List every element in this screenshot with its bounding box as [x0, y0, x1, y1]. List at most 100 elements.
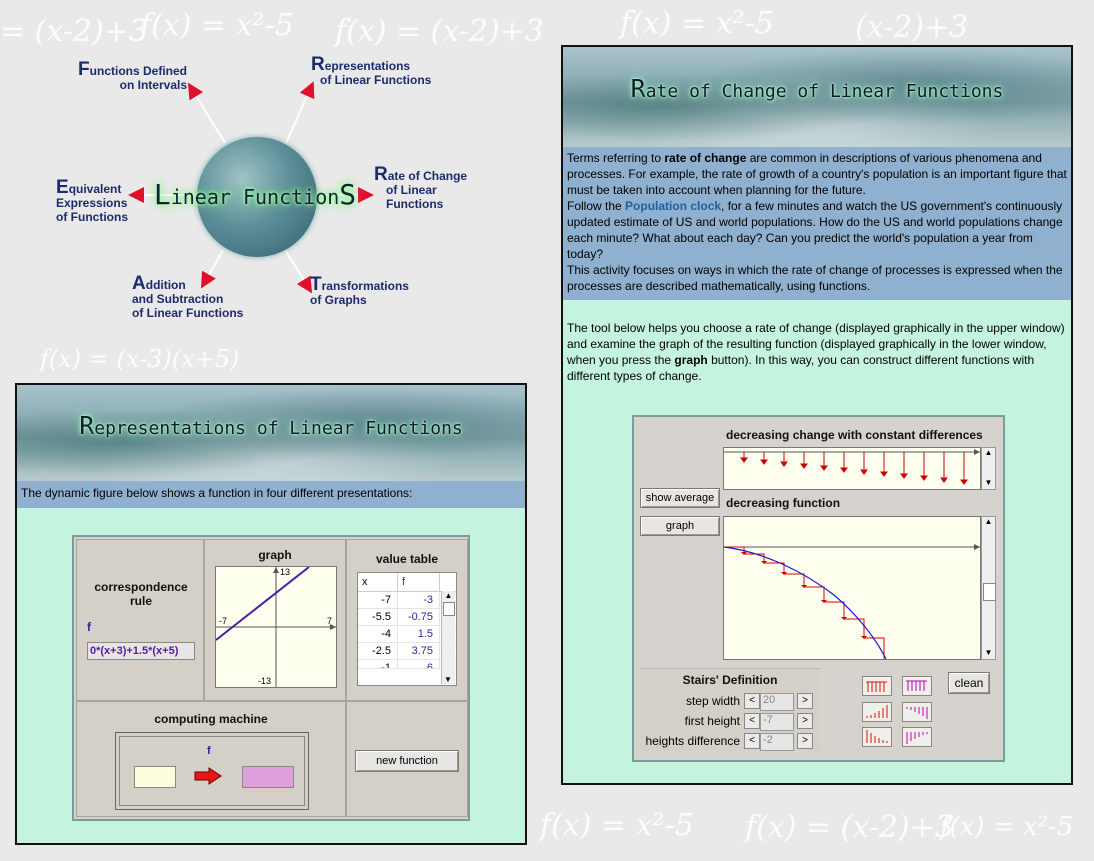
first-height-increase-button[interactable]: >: [797, 713, 813, 729]
bg-formula: f(x) = x²-5: [540, 808, 694, 843]
function-graph[interactable]: 13 -13 -7 7: [215, 566, 337, 688]
function-window[interactable]: [723, 516, 981, 660]
scroll-thumb[interactable]: [443, 602, 455, 616]
function-curve: [723, 546, 887, 660]
heights-difference-increase-button[interactable]: >: [797, 733, 813, 749]
panel-intro: The dynamic figure below shows a functio…: [17, 481, 525, 508]
correspondence-rule-cell: correspondence rule f 0*(x+3)+1.5*(x+5): [76, 539, 204, 701]
function-name: f: [87, 620, 91, 634]
function-line: [215, 566, 310, 641]
scroll-up-icon[interactable]: ▲: [444, 591, 453, 600]
heights-difference-decrease-button[interactable]: <: [744, 733, 760, 749]
scroll-up-icon[interactable]: ▲: [984, 448, 993, 457]
panel-intro: Terms referring to rate of change are co…: [563, 147, 1071, 300]
function-scrollbar[interactable]: ▲ ▼: [981, 516, 996, 660]
step-width-decrease-button[interactable]: <: [744, 693, 760, 709]
stairs-increasing-down-purple-icon[interactable]: [902, 702, 932, 722]
table-header-x: x: [358, 573, 398, 591]
stairs-definition-box: Stairs' Definition step width < 20 > fir…: [640, 668, 820, 751]
stairs-path: [724, 546, 885, 659]
globe-graphic: [197, 137, 317, 257]
first-height-field[interactable]: -7: [760, 713, 794, 731]
computing-machine-cell: computing machine f: [76, 701, 346, 817]
scroll-down-icon[interactable]: ▼: [984, 478, 993, 487]
arrow-right-icon: [194, 767, 222, 785]
stairs-increasing-up-red-icon[interactable]: [862, 702, 892, 722]
y-min-label: -13: [258, 676, 272, 686]
table-header-f: f: [398, 573, 440, 591]
clean-button[interactable]: clean: [948, 672, 990, 694]
change-type-label: decreasing change with constant differen…: [726, 428, 983, 442]
machine-output-box: [242, 766, 294, 788]
scroll-thumb[interactable]: [983, 583, 996, 601]
machine-frame: f: [115, 732, 309, 810]
value-table-label: value table: [375, 552, 439, 566]
first-height-decrease-button[interactable]: <: [744, 713, 760, 729]
panel-title: Rate of Change of Linear Functions: [630, 74, 1004, 103]
scroll-up-icon[interactable]: ▲: [984, 517, 993, 526]
heights-difference-field[interactable]: -2: [760, 733, 794, 751]
population-clock-link[interactable]: Population clock: [625, 199, 722, 213]
show-average-button[interactable]: show average: [640, 488, 720, 508]
change-arrows: [724, 449, 980, 485]
bg-formula: f(x) = (x-2)+3: [745, 810, 954, 845]
graph-cell: graph 13 -13 -7 7: [204, 539, 346, 701]
x-min-label: -7: [219, 616, 228, 626]
scroll-down-icon[interactable]: ▼: [984, 648, 993, 657]
change-window: [723, 447, 981, 490]
function-type-label: decreasing function: [726, 496, 841, 510]
panel-banner: Rate of Change of Linear Functions: [563, 47, 1071, 147]
rate-of-change-panel: Rate of Change of Linear Functions Terms…: [561, 45, 1073, 785]
stairs-constant-up-red-icon[interactable]: [862, 676, 892, 696]
machine-input-box[interactable]: [134, 766, 176, 788]
scroll-down-icon[interactable]: ▼: [444, 675, 452, 684]
x-max-label: 7: [327, 616, 333, 626]
stairs-title: Stairs' Definition: [682, 673, 778, 687]
step-width-increase-button[interactable]: >: [797, 693, 813, 709]
table-row: -7-3: [358, 592, 456, 609]
graph-plot: [215, 566, 336, 687]
stairs-constant-down-purple-icon[interactable]: [902, 676, 932, 696]
change-scrollbar[interactable]: ▲ ▼: [981, 447, 996, 490]
center-title: Linear FunctionS: [153, 178, 357, 211]
correspondence-rule-label: correspondence rule: [94, 580, 188, 608]
new-function-button[interactable]: new function: [355, 750, 459, 772]
computing-machine-label: computing machine: [154, 712, 268, 726]
first-height-label: first height: [684, 714, 740, 728]
bg-formula: (x-2)+3: [855, 10, 969, 45]
bg-formula: f(x) = x²-5: [940, 812, 1074, 842]
graph-label: graph: [258, 548, 292, 562]
function-stairs-plot: [723, 544, 980, 660]
map-connectors: [128, 81, 374, 294]
stairs-decreasing-up-red-icon[interactable]: [862, 727, 892, 747]
machine-function-name: f: [207, 745, 211, 757]
panel-banner: Representations of Linear Functions: [17, 385, 525, 481]
heights-difference-label: heights difference: [645, 734, 740, 748]
rate-of-change-applet: decreasing change with constant differen…: [632, 415, 1005, 762]
y-max-label: 13: [280, 567, 291, 577]
tool-description: The tool below helps you choose a rate o…: [567, 321, 1065, 383]
graph-button[interactable]: graph: [640, 516, 720, 536]
representations-panel: Representations of Linear Functions The …: [15, 383, 527, 845]
table-row: -5.5-0.75: [358, 609, 456, 626]
table-scrollbar[interactable]: ▲ ▼: [441, 591, 455, 684]
rule-expression-field[interactable]: 0*(x+3)+1.5*(x+5): [87, 642, 195, 660]
step-width-label: step width: [685, 694, 740, 708]
panel-title: Representations of Linear Functions: [79, 411, 463, 440]
representations-applet: correspondence rule f 0*(x+3)+1.5*(x+5) …: [72, 535, 470, 821]
bg-formula: f(x) = x²-5: [620, 6, 774, 41]
stairs-decreasing-down-purple-icon[interactable]: [902, 727, 932, 747]
step-width-field[interactable]: 20: [760, 693, 794, 711]
